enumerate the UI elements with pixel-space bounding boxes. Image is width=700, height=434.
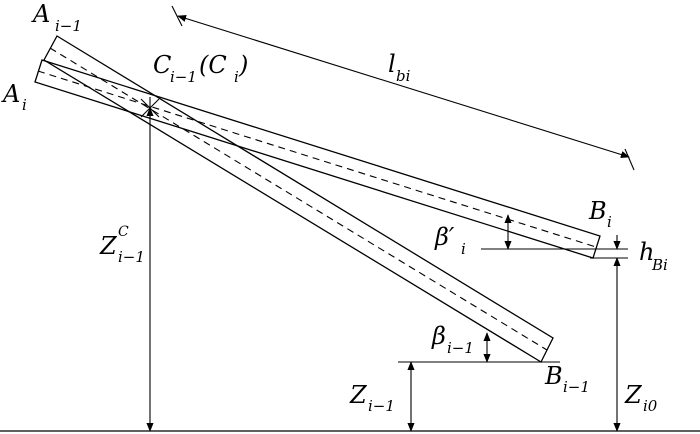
svg-text:i−1: i−1 [447, 339, 474, 357]
length-dimension-lbi [171, 5, 635, 171]
label-z-i-minus-1: Z i−1 [349, 381, 395, 415]
svg-text:): ) [238, 51, 248, 79]
svg-text:A: A [1, 80, 20, 108]
svg-text:Z: Z [624, 381, 643, 409]
label-h-bi: h Bi [639, 238, 668, 274]
label-a-i: A i [1, 80, 27, 114]
svg-text:i: i [22, 96, 27, 114]
label-a-i-minus-1: A i−1 [31, 0, 82, 35]
label-z-i0: Z i0 [624, 381, 658, 415]
svg-text:i−1: i−1 [55, 17, 82, 35]
beam-i-centerline [37, 70, 597, 248]
svg-text:i0: i0 [643, 397, 658, 415]
label-beta-i-minus-1: β i−1 [431, 322, 474, 357]
svg-text:Bi: Bi [651, 256, 668, 274]
label-c-i-minus-1: C i−1 (C i ) [153, 51, 248, 86]
svg-text:h: h [639, 238, 654, 266]
svg-text:i−1: i−1 [118, 248, 145, 266]
svg-text:i: i [461, 240, 466, 258]
svg-text:A: A [31, 0, 50, 28]
svg-text:i: i [234, 68, 239, 86]
svg-text:C: C [118, 224, 129, 240]
svg-text:C: C [153, 51, 171, 79]
beam-i-minus-1-centerline [49, 47, 548, 351]
label-l-bi: l bi [388, 50, 411, 85]
svg-text:B: B [544, 362, 563, 390]
svg-text:i: i [607, 213, 612, 231]
svg-text:Z: Z [349, 381, 368, 409]
svg-text:bi: bi [396, 67, 411, 85]
svg-text:i−1: i−1 [368, 397, 395, 415]
label-b-i-minus-1: B i−1 [544, 362, 590, 396]
svg-text:i−1: i−1 [170, 68, 197, 86]
svg-text:B: B [588, 197, 607, 225]
label-beta-prime-i: β′ i [434, 223, 466, 258]
svg-text:β: β [431, 322, 446, 350]
svg-text:(C: (C [199, 51, 227, 79]
svg-text:β′: β′ [434, 223, 455, 251]
label-b-i: B i [588, 197, 612, 231]
label-z-c-i-minus-1: Z C i−1 [99, 224, 145, 266]
svg-text:Z: Z [99, 232, 118, 260]
svg-text:l: l [388, 50, 396, 78]
svg-text:i−1: i−1 [563, 378, 590, 396]
